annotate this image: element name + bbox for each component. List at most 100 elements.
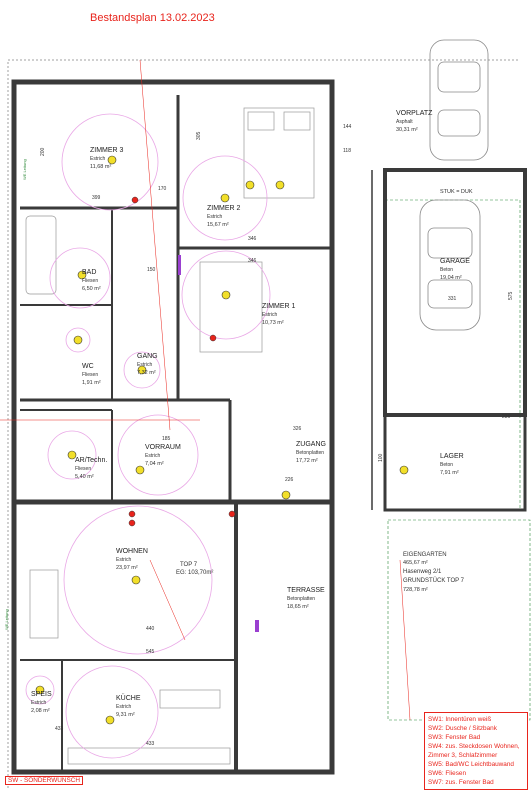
room-name-wc: WC (82, 363, 94, 370)
room-name-lager: LAGER (440, 453, 464, 460)
room-floor-speis: Estrich (31, 700, 47, 706)
dimension-label: 150 (147, 267, 156, 273)
garden-line4: GRUNDSTÜCK TOP 7 (403, 577, 465, 584)
top-area: EG: 103,70m² (176, 570, 213, 576)
room-name-zimmer3: ZIMMER 3 (90, 147, 124, 154)
room-floor-kueche: Estrich (116, 704, 132, 710)
room-name-zimmer2: ZIMMER 2 (207, 205, 241, 212)
room-floor-bad: Fliesen (82, 278, 98, 284)
room-area-wohnen: 23,97 m² (116, 565, 138, 571)
room-area-bad: 6,50 m² (82, 286, 101, 292)
room-area-zimmer1: 10,73 m² (262, 320, 284, 326)
dimension-label: 331 (448, 296, 457, 302)
garden-line5: 728,78 m² (403, 587, 428, 593)
room-name-gang: GANG (137, 353, 158, 360)
dimension-label: 433 (55, 726, 64, 732)
car-garage (419, 199, 481, 331)
purple-markers (178, 255, 259, 632)
room-area-lager: 7,91 m² (440, 470, 459, 476)
dimension-label: 118 (343, 148, 351, 154)
room-name-artech: AR/Techn. (75, 457, 107, 464)
room-floor-lager: Beton (440, 462, 453, 468)
house-upper-wall (11, 79, 335, 505)
dimension-label: 236 (502, 414, 511, 420)
room-name-wohnen: WOHNEN (116, 548, 148, 555)
sofa (29, 569, 59, 639)
dimension-label: 575 (508, 291, 514, 300)
dimension-label: 433 (146, 741, 155, 747)
room-area-kueche: 9,31 m² (116, 712, 135, 718)
dimension-label: 346 (248, 236, 257, 242)
garden-text: EIGENGARTEN 465,67 m² Hasenweg 2/1 GRUND… (403, 552, 465, 593)
legend-item: SW1: Innentüren weiß (428, 716, 492, 723)
garden-boundary (387, 519, 531, 721)
room-floor-vorraum: Estrich (145, 453, 161, 459)
dimension-label: 200 (40, 147, 46, 156)
room-area-wc: 1,91 m² (82, 380, 101, 386)
green-notes: WE Leitung WE Leitung (4, 159, 27, 630)
room-name-terrasse: TERRASSE (287, 587, 325, 594)
room-name-vorplatz: VORPLATZ (396, 110, 433, 117)
lamp-markers (35, 155, 409, 725)
red-guides (0, 59, 411, 721)
room-floor-artech: Fliesen (75, 466, 91, 472)
dimension-labels: 3993463464334404332003055753313262361851… (40, 124, 514, 747)
sonderwunsch-label: SW - SONDERWUNSCH (5, 776, 83, 785)
room-area-artech: 5,40 m² (75, 474, 94, 480)
bathtub (25, 215, 57, 295)
room-name-speis: SPEIS (31, 691, 52, 698)
red-markers (128, 196, 236, 527)
dimension-label: 440 (146, 626, 155, 632)
room-floor-garage: Beton (440, 267, 453, 273)
legend-item: SW6: Fliesen (428, 770, 467, 777)
room-name-zimmer1: ZIMMER 1 (262, 303, 296, 310)
dimension-label: 185 (162, 436, 171, 442)
legend-item: SW7: zus. Fenster Bad (428, 779, 494, 786)
dimension-label: 399 (92, 195, 101, 201)
room-area-zimmer3: 11,68 m² (90, 164, 111, 170)
dimension-label: 170 (158, 186, 167, 192)
dimension-label: 326 (293, 426, 302, 432)
legend-item: Zimmer 3, Schlafzimmer (428, 752, 498, 759)
room-name-kueche: KÜCHE (116, 694, 141, 702)
dimension-label: 545 (146, 649, 155, 655)
bed-zimmer2 (243, 107, 315, 199)
garden-line1: EIGENGARTEN (403, 552, 447, 558)
plan-title: Bestandsplan 13.02.2023 (90, 12, 215, 24)
room-name-zugang: ZUGANG (296, 441, 326, 448)
top-name: TOP 7 (180, 562, 198, 568)
room-floor-wc: Fliesen (82, 372, 98, 378)
room-area-vorplatz: 30,31 m² (396, 127, 418, 133)
room-name-vorraum: VORRAUM (145, 444, 181, 451)
room-area-vorraum: 7,04 m² (145, 461, 164, 467)
legend-item: SW2: Dusche / Sitzbank (428, 725, 497, 732)
room-area-terrasse: 18,65 m² (287, 604, 309, 610)
svg-text:WE Leitung: WE Leitung (22, 159, 27, 180)
room-area-speis: 2,08 m² (31, 708, 50, 714)
dimension-label: 226 (285, 477, 294, 483)
dimension-label: 346 (248, 258, 257, 264)
garden-line3: Hasenweg 2/1 (403, 569, 442, 575)
legend-item: SW5: Bad/WC Leichtbauwand (428, 761, 514, 768)
radiator-circles (25, 113, 271, 759)
legend-item: SW3: Fenster Bad (428, 734, 481, 741)
garden-line2: 465,67 m² (403, 560, 428, 566)
room-labels: ZIMMER 3 Estrich 11,68 m² ZIMMER 2 Estrich 15… (31, 110, 470, 718)
room-name-garage: GARAGE (440, 258, 470, 265)
room-area-zimmer2: 15,67 m² (207, 222, 229, 228)
dimension-label: 100 (378, 453, 384, 462)
room-name-bad: BAD (82, 269, 96, 276)
room-area-zugang: 17,72 m² (296, 458, 318, 464)
bed-zimmer1 (199, 261, 263, 353)
room-floor-zimmer1: Estrich (262, 312, 278, 318)
dimension-label: 144 (343, 124, 352, 130)
legend-item: SW4: zus. Steckdosen Wohnen, (428, 743, 520, 750)
room-floor-zugang: Betonplatten (296, 450, 324, 456)
room-area-garage: 19,04 m² (440, 275, 462, 281)
room-floor-gang: Estrich (137, 362, 153, 368)
room-floor-zimmer3: Estrich (90, 156, 106, 162)
svg-text:WE Leitung: WE Leitung (4, 609, 9, 630)
lager-wall (383, 413, 527, 512)
room-floor-vorplatz: Asphalt (396, 119, 413, 125)
